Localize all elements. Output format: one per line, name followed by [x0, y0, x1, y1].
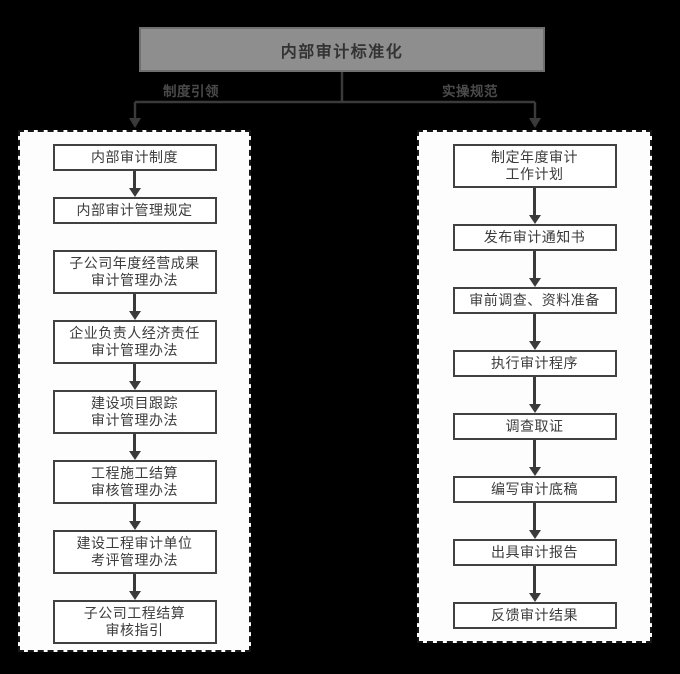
down-arrow-connector [53, 171, 217, 197]
connector-line [533, 188, 536, 215]
connector-line [533, 314, 536, 341]
down-arrow-connector [453, 377, 617, 413]
connector-line [133, 504, 136, 521]
down-arrow-connector [453, 251, 617, 287]
right-box-4-label-line: 执行审计程序 [491, 355, 578, 371]
right-box-8: 反馈审计结果 [452, 602, 617, 629]
connector-line [533, 503, 536, 530]
connector-line [133, 171, 136, 188]
connector-line [133, 574, 136, 591]
down-arrow-connector [53, 574, 217, 600]
right-panel: 制定年度审计工作计划发布审计通知书审前调查、资料准备执行审计程序调查取证编写审计… [417, 130, 652, 643]
left-box-5-label-line: 审计管理办法 [91, 412, 178, 428]
left-box-6-label-line: 工程施工结算 [91, 465, 178, 481]
right-box-3: 审前调查、资料准备 [452, 287, 617, 314]
left-box-3-label-line: 审计管理办法 [91, 272, 178, 288]
down-arrow-connector [453, 503, 617, 539]
left-box-7-label-line: 建设工程审计单位 [76, 535, 193, 551]
left-panel: 内部审计制度内部审计管理规定子公司年度经营成果审计管理办法企业负责人经济责任审计… [18, 130, 251, 652]
arrowhead-down-icon [128, 591, 141, 600]
connector-line [133, 364, 136, 381]
left-box-8-label-line: 审核指引 [105, 622, 164, 638]
left-box-3-label-line: 子公司年度经营成果 [69, 255, 200, 271]
branch-connector-lines [129, 72, 541, 128]
connector-spacer [53, 224, 217, 250]
down-arrow-connector [53, 364, 217, 390]
arrowhead-down-icon [528, 404, 541, 413]
down-arrow-connector [453, 566, 617, 602]
right-box-5-label-line: 调查取证 [505, 418, 564, 434]
root-node-label: 内部审计标准化 [280, 43, 404, 61]
right-box-1: 制定年度审计工作计划 [452, 144, 617, 188]
right-box-1-label-line: 制定年度审计 [491, 149, 578, 165]
left-box-7: 建设工程审计单位考评管理办法 [52, 530, 217, 574]
right-box-7-label-line: 出具审计报告 [491, 544, 578, 560]
connector-line [133, 294, 136, 311]
left-box-2-label-line: 内部审计管理规定 [76, 202, 193, 218]
connector-line [533, 566, 536, 593]
arrowhead-down-icon [528, 278, 541, 287]
connector-line [533, 440, 536, 467]
right-box-3-label-line: 审前调查、资料准备 [469, 292, 600, 308]
arrowhead-down-icon [528, 530, 541, 539]
down-arrow-connector [53, 504, 217, 530]
left-box-8: 子公司工程结算审核指引 [52, 600, 217, 644]
left-box-1-label-line: 内部审计制度 [91, 149, 178, 165]
arrowhead-down-icon [128, 311, 141, 320]
left-box-6: 工程施工结算审核管理办法 [52, 460, 217, 504]
branch-label-left: 制度引领 [163, 84, 219, 99]
down-arrow-connector [53, 294, 217, 320]
down-arrow-connector [453, 314, 617, 350]
right-flow: 制定年度审计工作计划发布审计通知书审前调查、资料准备执行审计程序调查取证编写审计… [452, 132, 617, 629]
left-box-7-label-line: 考评管理办法 [91, 552, 178, 568]
down-arrow-connector [53, 434, 217, 460]
right-arrowhead-icon [529, 118, 541, 128]
arrowhead-down-icon [128, 451, 141, 460]
left-box-6-label-line: 审核管理办法 [91, 482, 178, 498]
left-box-4-label-line: 审计管理办法 [91, 342, 178, 358]
connector-line [533, 377, 536, 404]
left-flow: 内部审计制度内部审计管理规定子公司年度经营成果审计管理办法企业负责人经济责任审计… [52, 132, 217, 644]
connector-line [533, 251, 536, 278]
arrowhead-down-icon [128, 188, 141, 197]
right-box-6-label-line: 编写审计底稿 [491, 481, 578, 497]
right-box-1-label-line: 工作计划 [505, 166, 564, 182]
right-box-8-label-line: 反馈审计结果 [491, 607, 578, 623]
arrowhead-down-icon [128, 521, 141, 530]
branch-label-right: 实操规范 [442, 84, 498, 99]
left-box-5: 建设项目跟踪审计管理办法 [52, 390, 217, 434]
left-box-4: 企业负责人经济责任审计管理办法 [52, 320, 217, 364]
left-box-5-label-line: 建设项目跟踪 [91, 395, 178, 411]
arrowhead-down-icon [528, 593, 541, 602]
arrowhead-down-icon [528, 215, 541, 224]
left-arrowhead-icon [129, 118, 141, 128]
left-box-8-label-line: 子公司工程结算 [83, 605, 186, 621]
right-box-7: 出具审计报告 [452, 539, 617, 566]
arrowhead-down-icon [528, 467, 541, 476]
root-node: 内部审计标准化 [139, 27, 545, 72]
left-box-1: 内部审计制度 [52, 144, 217, 171]
connector-line [133, 434, 136, 451]
down-arrow-connector [453, 440, 617, 476]
arrowhead-down-icon [528, 341, 541, 350]
arrowhead-down-icon [128, 381, 141, 390]
left-box-3: 子公司年度经营成果审计管理办法 [52, 250, 217, 294]
right-box-5: 调查取证 [452, 413, 617, 440]
left-box-2: 内部审计管理规定 [52, 197, 217, 224]
right-box-2-label-line: 发布审计通知书 [483, 229, 586, 245]
right-box-4: 执行审计程序 [452, 350, 617, 377]
left-box-4-label-line: 企业负责人经济责任 [69, 325, 200, 341]
down-arrow-connector [453, 188, 617, 224]
right-box-2: 发布审计通知书 [452, 224, 617, 251]
right-box-6: 编写审计底稿 [452, 476, 617, 503]
